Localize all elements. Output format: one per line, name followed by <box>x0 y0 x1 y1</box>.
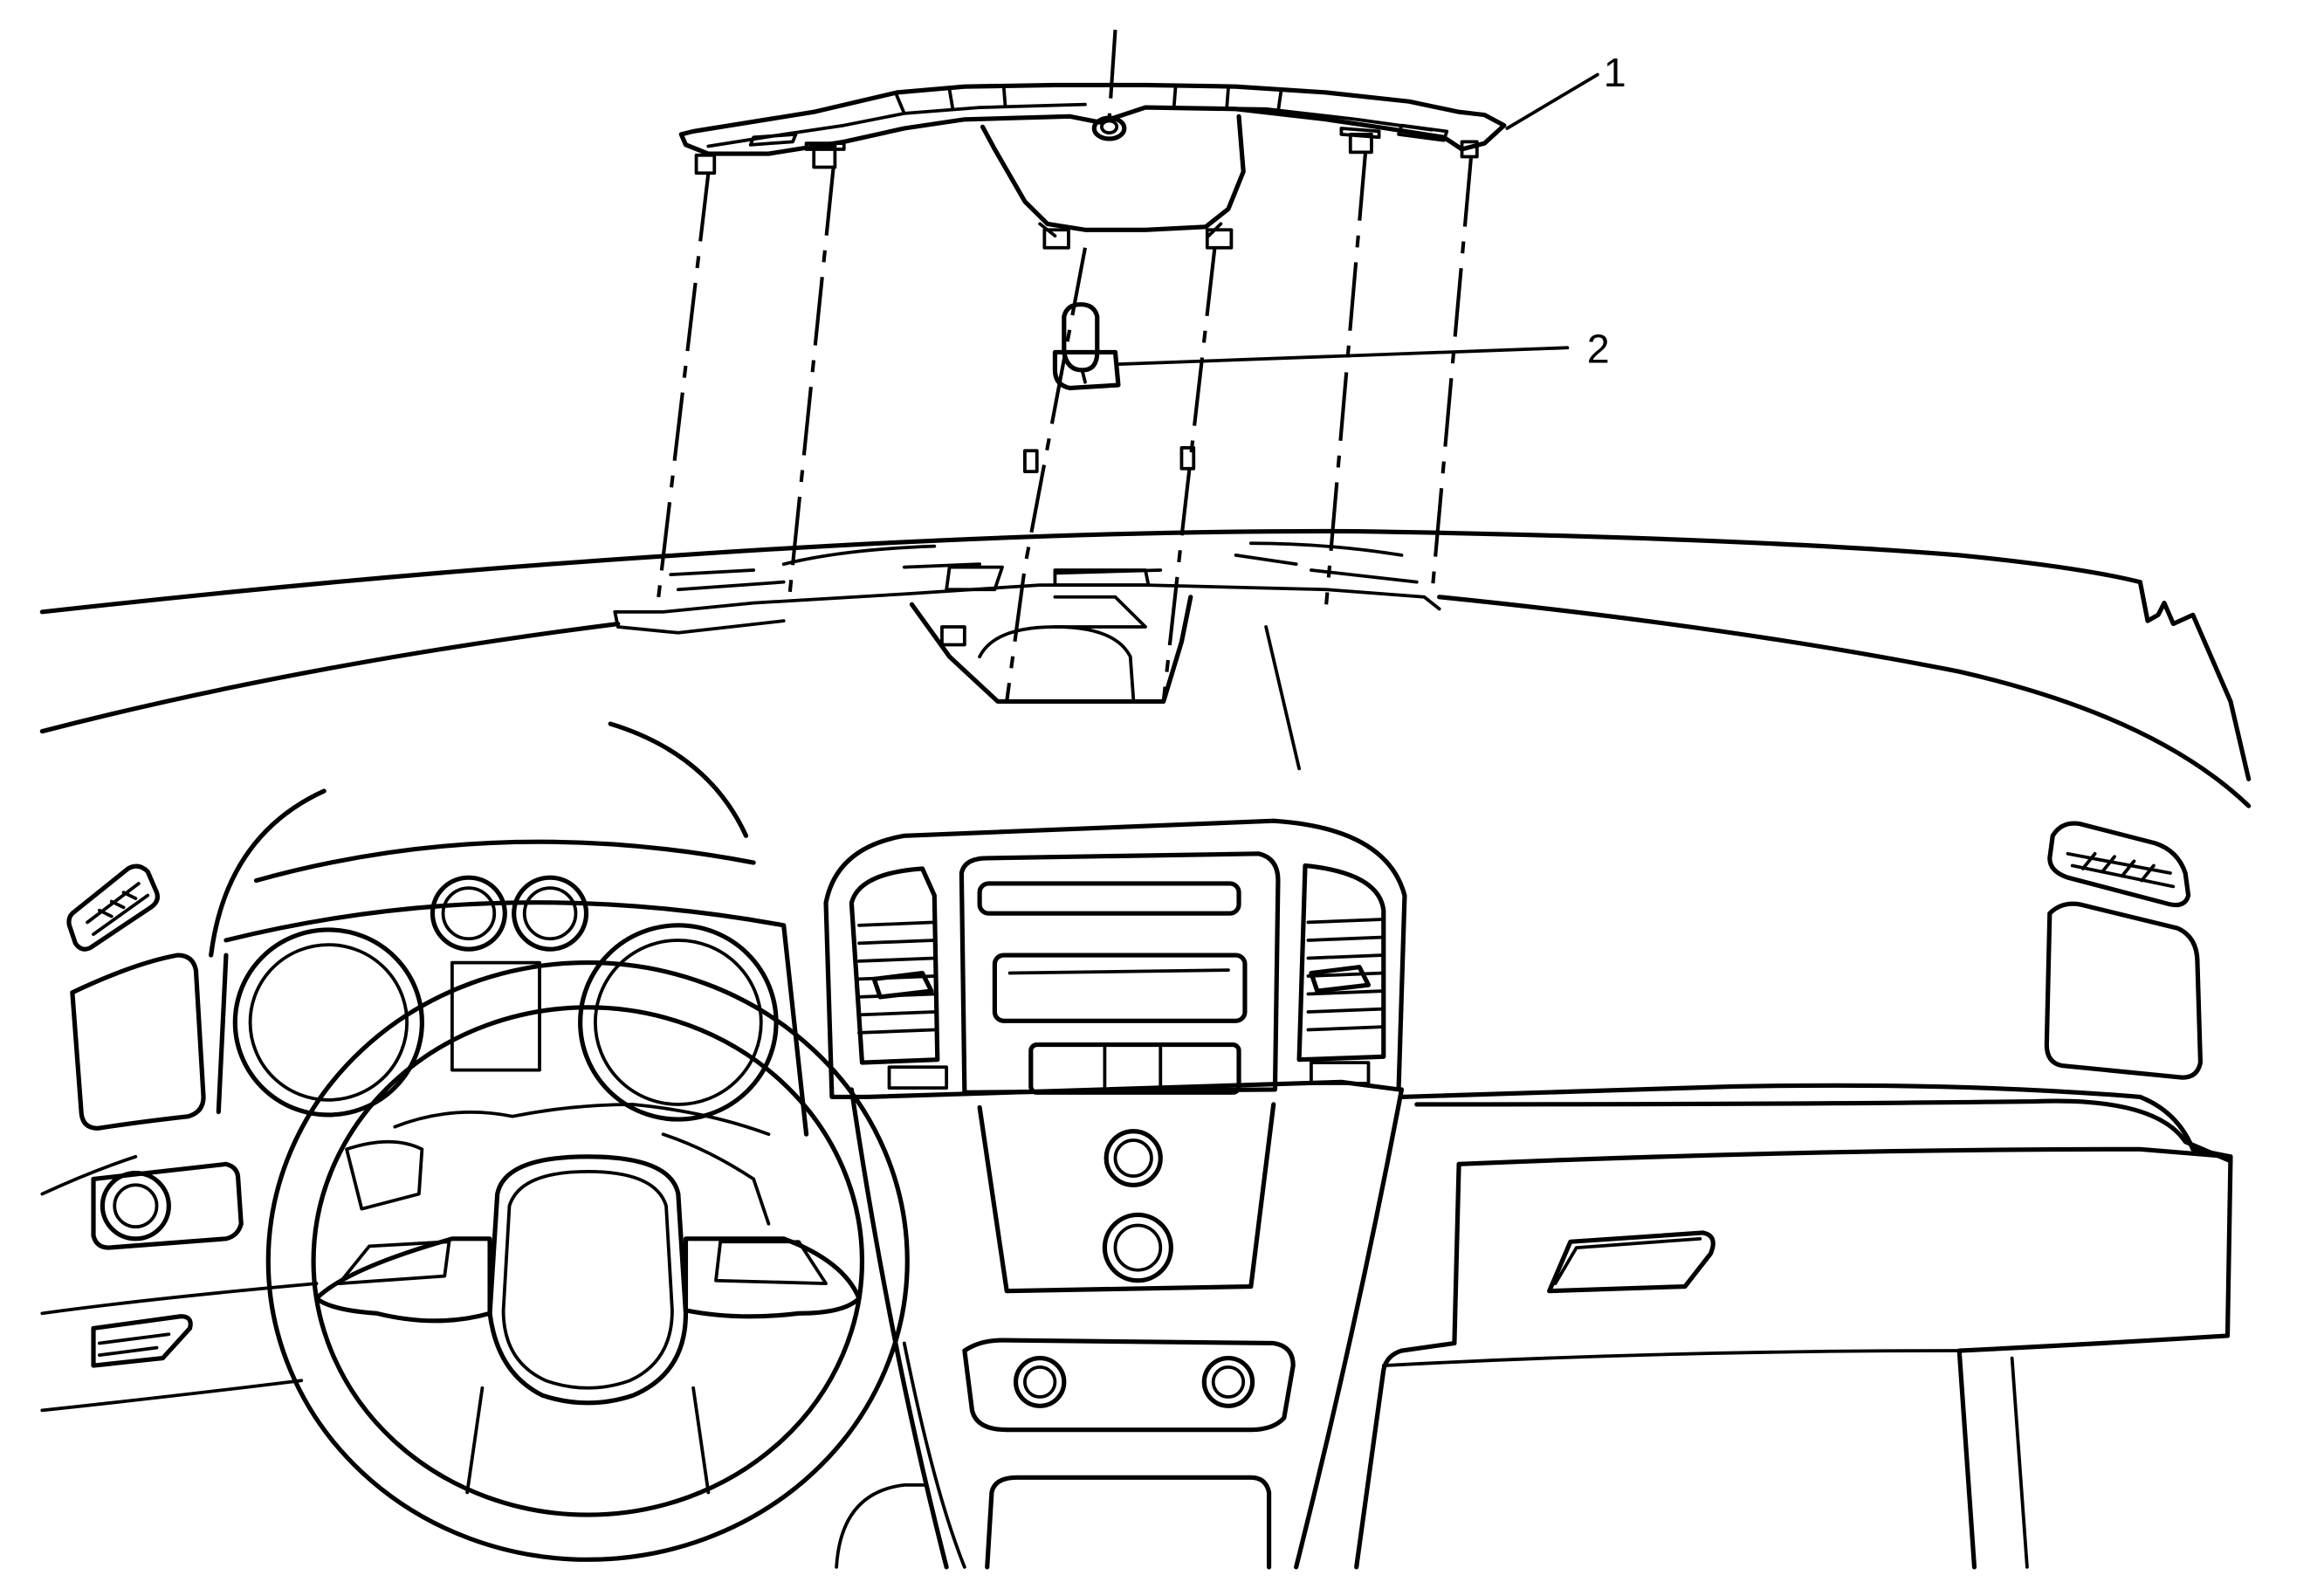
instrument-cluster <box>209 721 809 1137</box>
callout-1: 1 <box>1505 50 1626 130</box>
sensor-component <box>1052 302 1121 391</box>
dashboard-top <box>39 528 2252 808</box>
callout-label-1: 1 <box>1604 50 1626 95</box>
steering-wheel <box>265 960 910 1562</box>
passenger-side-panel <box>1354 821 2233 1570</box>
installation-guide-lines <box>655 152 1473 702</box>
callout-2: 2 <box>1117 327 1610 372</box>
callout-label-2: 2 <box>1587 327 1610 372</box>
left-side-panel <box>40 863 319 1413</box>
windshield-trim-panel <box>678 82 1507 250</box>
center-stack <box>823 818 1407 1570</box>
